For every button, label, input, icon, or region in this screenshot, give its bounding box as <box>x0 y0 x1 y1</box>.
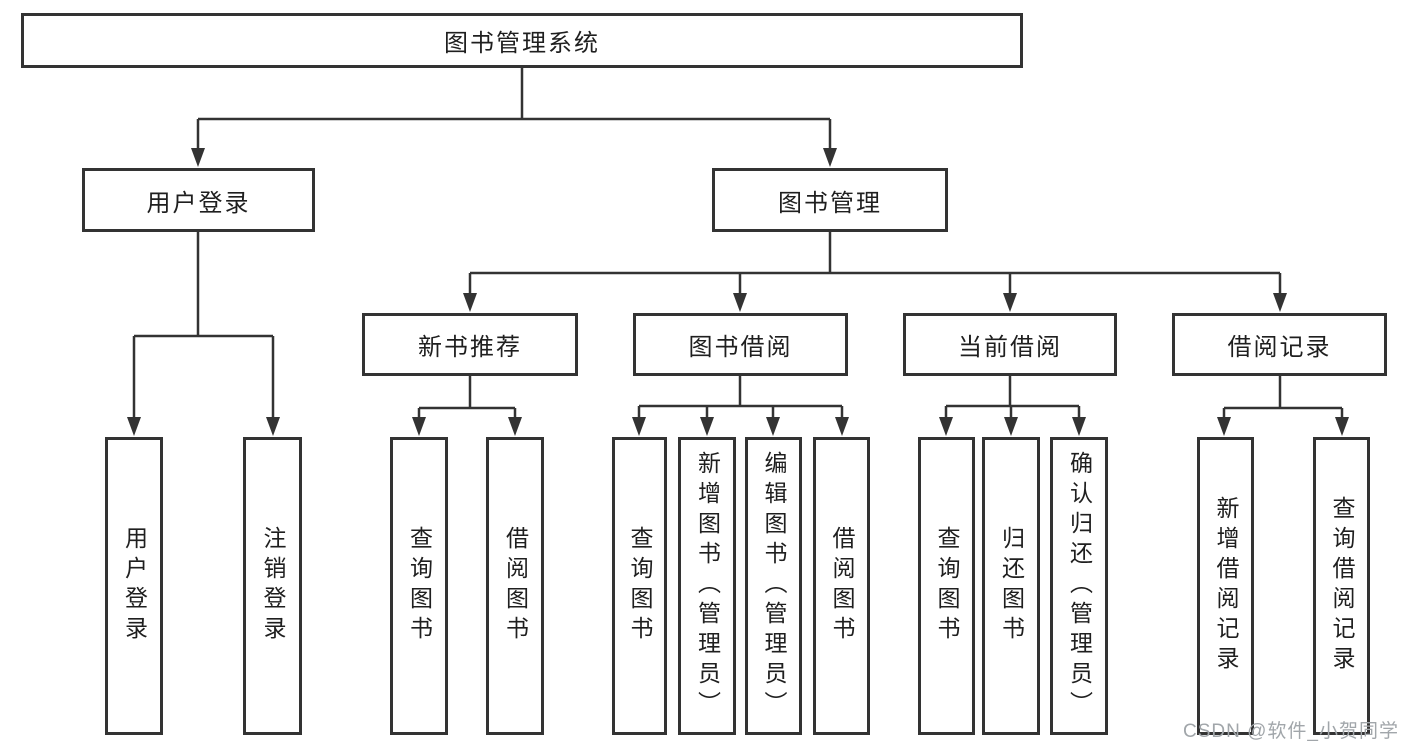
node-current-borrow: 当前借阅 <box>903 313 1117 376</box>
leaf-add-borrow-record: 新增借阅记录 <box>1197 437 1254 735</box>
leaf-current-query-book: 查询图书 <box>918 437 975 735</box>
leaf-user-login: 用户登录 <box>105 437 163 735</box>
node-new-book-recommend: 新书推荐 <box>362 313 578 376</box>
leaf-edit-book-admin: 编辑图书（管理员） <box>745 437 802 735</box>
node-book-borrow: 图书借阅 <box>633 313 848 376</box>
leaf-borrow-book: 借阅图书 <box>813 437 870 735</box>
leaf-add-book-admin: 新增图书（管理员） <box>678 437 736 735</box>
csdn-watermark: CSDN @软件_小贺同学 <box>1183 721 1399 742</box>
leaf-recommend-query-book: 查询图书 <box>390 437 448 735</box>
leaf-borrow-query-book: 查询图书 <box>612 437 667 735</box>
leaf-confirm-return-admin: 确认归还（管理员） <box>1050 437 1108 735</box>
node-book-management: 图书管理 <box>712 168 948 232</box>
leaf-return-book: 归还图书 <box>982 437 1040 735</box>
leaf-recommend-borrow-book: 借阅图书 <box>486 437 544 735</box>
leaf-query-borrow-record: 查询借阅记录 <box>1313 437 1370 735</box>
leaf-logout: 注销登录 <box>243 437 302 735</box>
node-user-login: 用户登录 <box>82 168 315 232</box>
node-root-system: 图书管理系统 <box>21 13 1023 68</box>
node-borrow-records: 借阅记录 <box>1172 313 1387 376</box>
